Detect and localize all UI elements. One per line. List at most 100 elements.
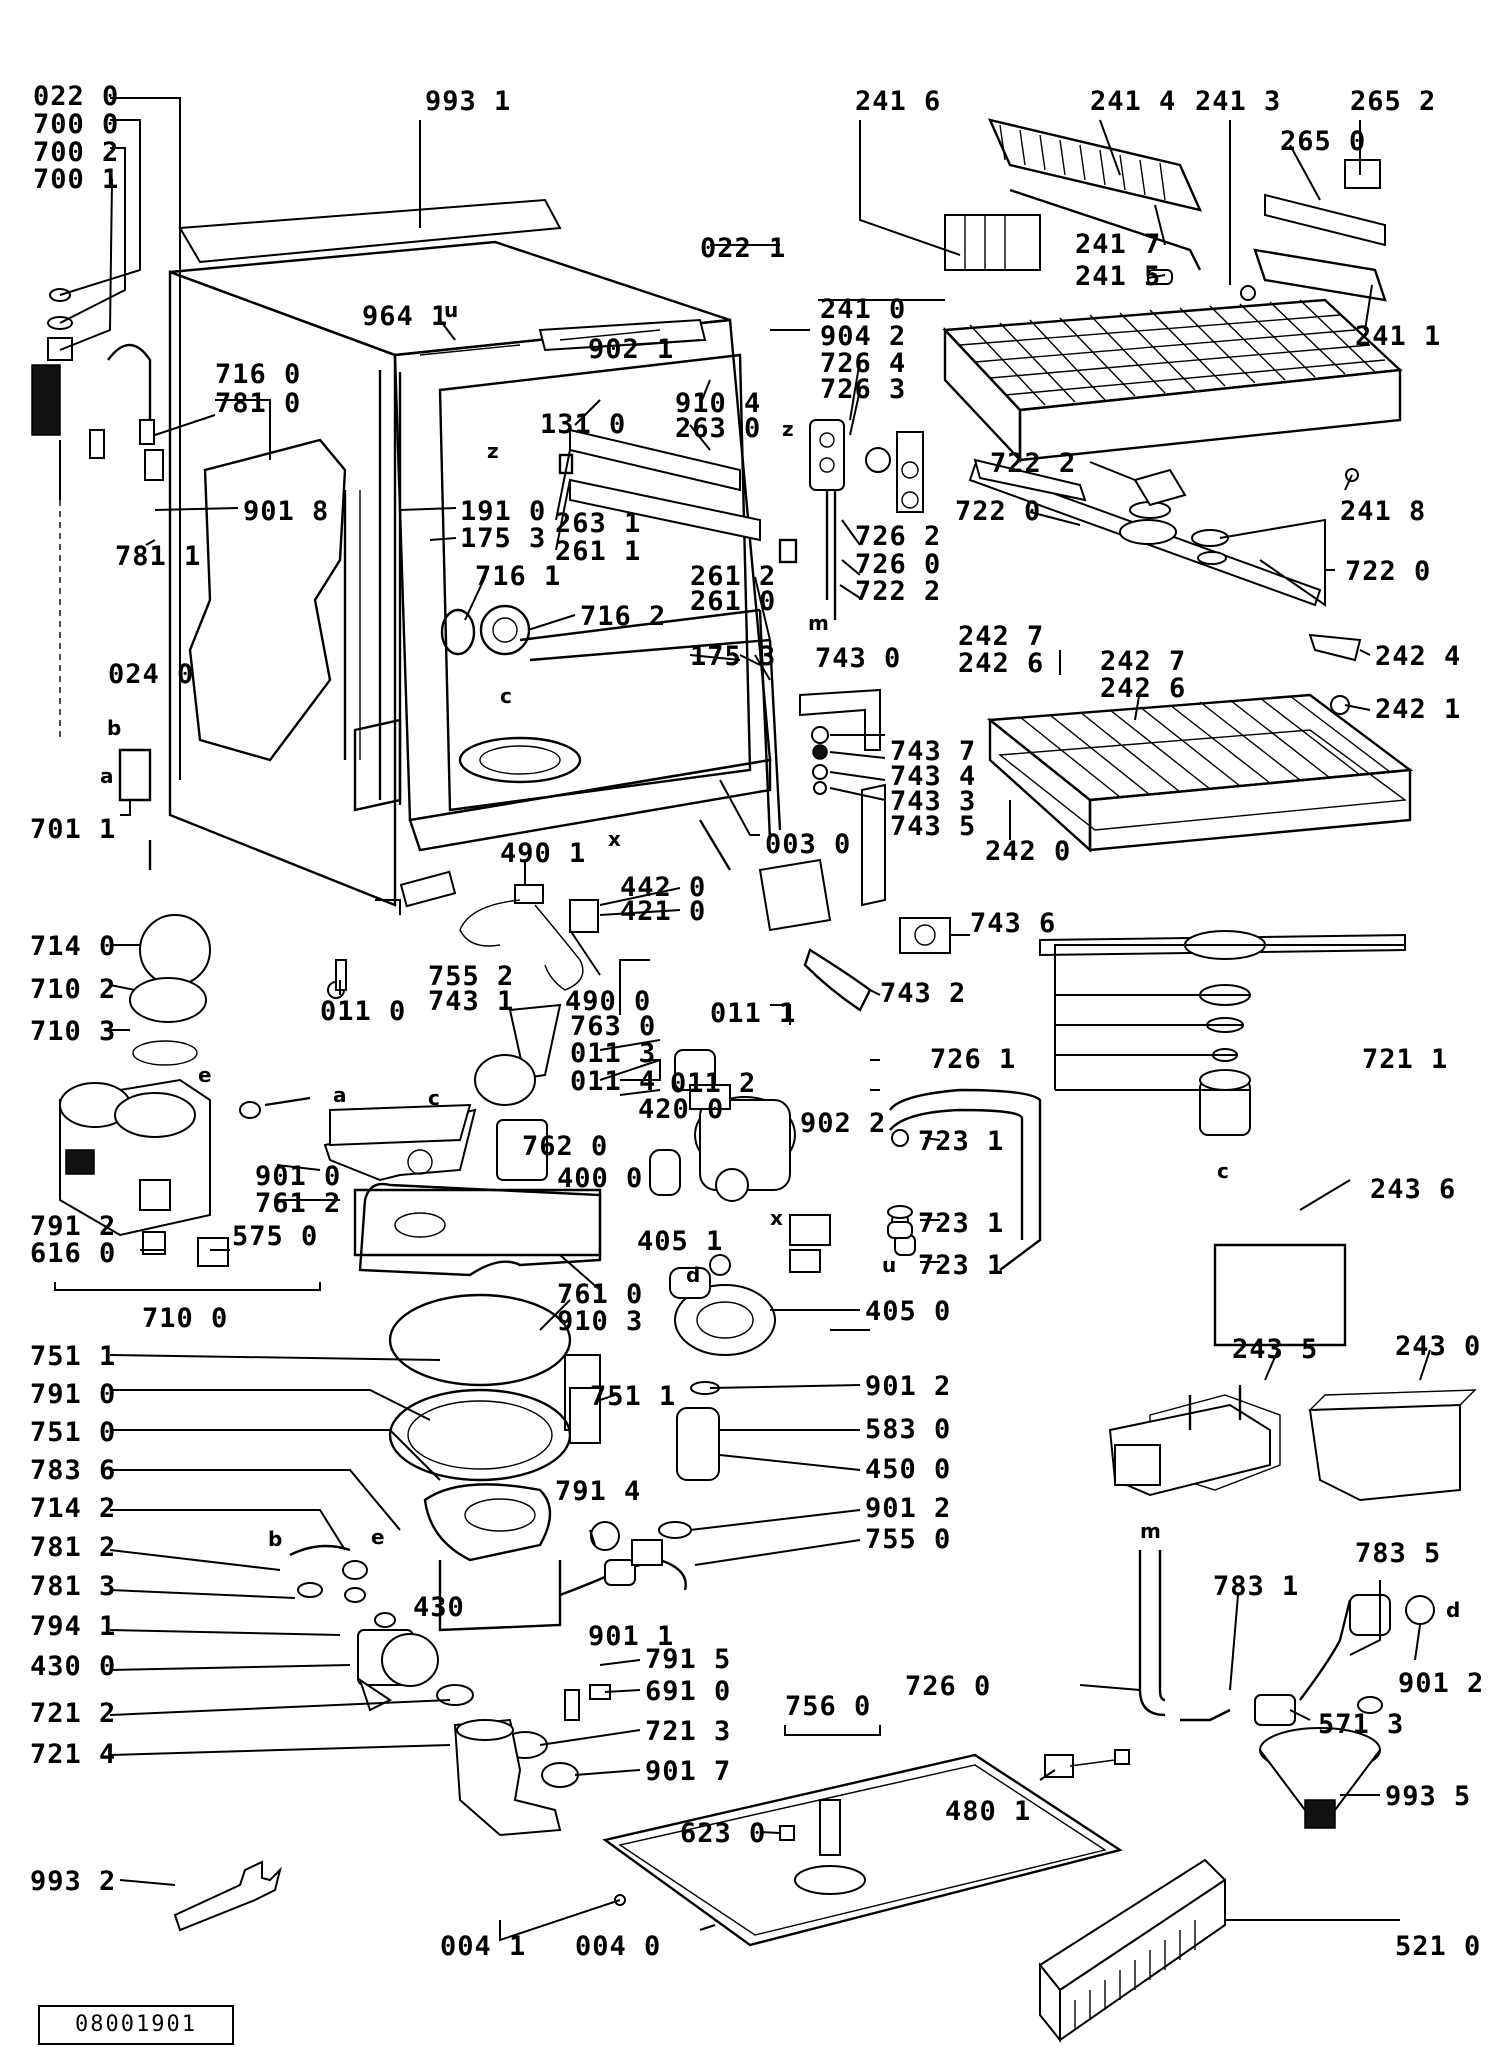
part-label: 722 0: [955, 496, 1041, 527]
upper-basket-icon: [942, 118, 1403, 482]
part-label: 430: [413, 1592, 465, 1623]
connector-letter: a: [100, 764, 114, 788]
part-label: 241 1: [1355, 321, 1441, 352]
part-label: 901 0: [255, 1161, 341, 1192]
part-label: 910 3: [557, 1306, 643, 1337]
part-label: 421 0: [620, 896, 706, 927]
part-label: 716 1: [475, 561, 561, 592]
part-label: 762 0: [522, 1131, 608, 1162]
drawing-code-box: 08001901: [38, 2005, 234, 2045]
connector-letter: x: [770, 1206, 783, 1230]
connector-letter: m: [808, 611, 829, 635]
part-label: 242 7: [958, 621, 1044, 652]
part-label: 405 1: [637, 1226, 723, 1257]
part-label: 763 0: [570, 1011, 656, 1042]
connector-letter: d: [1446, 1598, 1460, 1622]
connector-letter: z: [782, 417, 794, 441]
connector-letter: u: [882, 1253, 896, 1277]
connector-letter: b: [268, 1527, 282, 1551]
connector-letter: z: [487, 439, 499, 463]
part-label: 761 2: [255, 1188, 341, 1219]
part-label: 721 1: [1362, 1044, 1448, 1075]
part-label: 241 8: [1340, 496, 1426, 527]
lower-spray-arm-icon: [1039, 930, 1406, 1136]
part-label: 723 1: [918, 1126, 1004, 1157]
part-label: 901 2: [865, 1371, 951, 1402]
part-label: 701 1: [30, 814, 116, 845]
part-label: 721 3: [645, 1716, 731, 1747]
connector-letter: c: [428, 1086, 440, 1110]
part-label: 716 0: [215, 359, 301, 390]
connector-letter: u: [444, 298, 458, 322]
part-label: 726 3: [820, 374, 906, 405]
part-label: 011 2: [670, 1068, 756, 1099]
part-label: 490 1: [500, 838, 586, 869]
part-number-labels: 022 0 700 0 700 2 700 1 993 1 022 1 241 …: [30, 81, 1484, 1962]
part-label: 901 2: [1398, 1668, 1484, 1699]
part-label: 722 2: [855, 576, 941, 607]
wiring-harness-icon: [399, 870, 599, 991]
part-label: 751 1: [30, 1341, 116, 1372]
part-label: 011 4: [570, 1066, 656, 1097]
part-label: 726 0: [855, 549, 941, 580]
part-label: 442 0: [620, 872, 706, 903]
part-label: 175 3: [690, 641, 776, 672]
part-label: 242 1: [1375, 694, 1461, 725]
part-label: 490 0: [565, 986, 651, 1017]
part-label: 242 0: [985, 836, 1071, 867]
connector-letter: c: [500, 684, 512, 708]
part-label: 242 4: [1375, 641, 1461, 672]
part-label: 781 0: [215, 388, 301, 419]
part-label: 791 4: [555, 1476, 641, 1507]
connector-letter: c: [1217, 1159, 1229, 1183]
part-label: 901 1: [588, 1621, 674, 1652]
dishwasher-tub-icon: [168, 240, 798, 907]
connector-letters: u z z m c b a e a c x d c u x b e m d: [100, 298, 1460, 1622]
part-label: 263 1: [555, 508, 641, 539]
upper-spray-arm-icon: [968, 458, 1322, 607]
part-label: 902 1: [588, 334, 674, 365]
part-label: 722 2: [990, 448, 1076, 479]
part-label: 261 1: [555, 536, 641, 567]
part-label: 004 1: [440, 1931, 526, 1962]
part-drawings: [31, 118, 1477, 2043]
part-label: 175 3: [460, 523, 546, 554]
part-label: 714 0: [30, 931, 116, 962]
part-label: 964 1: [362, 301, 448, 332]
part-label: 993 1: [425, 86, 511, 117]
part-label: 901 2: [865, 1493, 951, 1524]
part-label: 265 0: [1280, 126, 1366, 157]
part-label: 726 2: [855, 521, 941, 552]
part-label: 616 0: [30, 1238, 116, 1269]
connector-letter: m: [1140, 1519, 1161, 1543]
part-label: 791 2: [30, 1211, 116, 1242]
part-label: 521 0: [1395, 1931, 1481, 1962]
salt-cap-and-hose-icon: [31, 288, 164, 870]
part-label: 241 0: [820, 294, 906, 325]
part-label: 901 7: [645, 1756, 731, 1787]
part-label: 261 0: [690, 586, 776, 617]
connector-letter: x: [608, 827, 621, 851]
funnel-icon: [1259, 1727, 1381, 1829]
part-label: 993 5: [1385, 1781, 1471, 1812]
part-label: 743 4: [890, 761, 976, 792]
part-label: 243 6: [1370, 1174, 1456, 1205]
part-label: 575 0: [232, 1221, 318, 1252]
part-label: 794 1: [30, 1611, 116, 1642]
part-label: 781 2: [30, 1532, 116, 1563]
part-label: 243 0: [1395, 1331, 1481, 1362]
part-label: 710 0: [142, 1303, 228, 1334]
part-label: 743 5: [890, 811, 976, 842]
part-label: 241 5: [1075, 261, 1161, 292]
part-label: 743 2: [880, 978, 966, 1009]
part-label: 761 0: [557, 1279, 643, 1310]
part-label: 743 3: [890, 786, 976, 817]
part-label: 430 0: [30, 1651, 116, 1682]
part-label: 623 0: [680, 1818, 766, 1849]
part-label: 781 1: [115, 541, 201, 572]
part-label: 723 1: [918, 1208, 1004, 1239]
part-label: 751 0: [30, 1417, 116, 1448]
dispenser-assembly-icon: [768, 419, 924, 831]
